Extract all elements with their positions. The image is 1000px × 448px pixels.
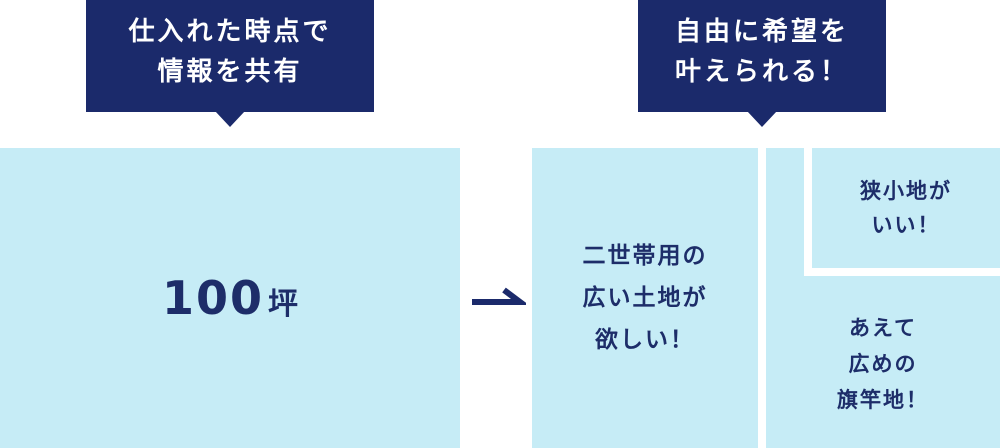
wide-line-3: 欲しい！: [595, 327, 695, 353]
callout-right-line-2: 叶えられる！: [674, 57, 849, 87]
flag-line-1: あえて: [849, 316, 917, 340]
flag-line-2: 広めの: [848, 352, 918, 376]
callout-share-info: 仕入れた時点で 情報を共有: [86, 0, 374, 127]
callout-left-line-2: 情報を共有: [157, 57, 303, 87]
land-area-unit: 坪: [268, 287, 299, 322]
flag-line-3: 旗竿地！: [837, 388, 929, 412]
land-block-whole: 100 坪: [0, 148, 460, 448]
arrow-right-icon: [472, 287, 526, 305]
land-area-value: 100: [161, 271, 265, 325]
land-block-narrow: 狭小地が いい！: [812, 148, 1000, 268]
narrow-line-2: いい！: [871, 213, 941, 237]
callout-right-line-1: 自由に希望を: [674, 17, 849, 47]
land-area-label: 100 坪: [162, 271, 298, 325]
wide-line-2: 広い土地が: [582, 285, 708, 311]
land-block-flag-lot: あえて 広めの 旗竿地！: [766, 276, 1000, 448]
wide-line-1: 二世帯用の: [582, 243, 708, 269]
narrow-line-1: 狭小地が: [860, 179, 952, 203]
callout-left-line-1: 仕入れた時点で: [128, 17, 332, 47]
callout-fulfill-wishes: 自由に希望を 叶えられる！: [638, 0, 886, 127]
land-block-two-family: 二世帯用の 広い土地が 欲しい！: [532, 148, 758, 448]
